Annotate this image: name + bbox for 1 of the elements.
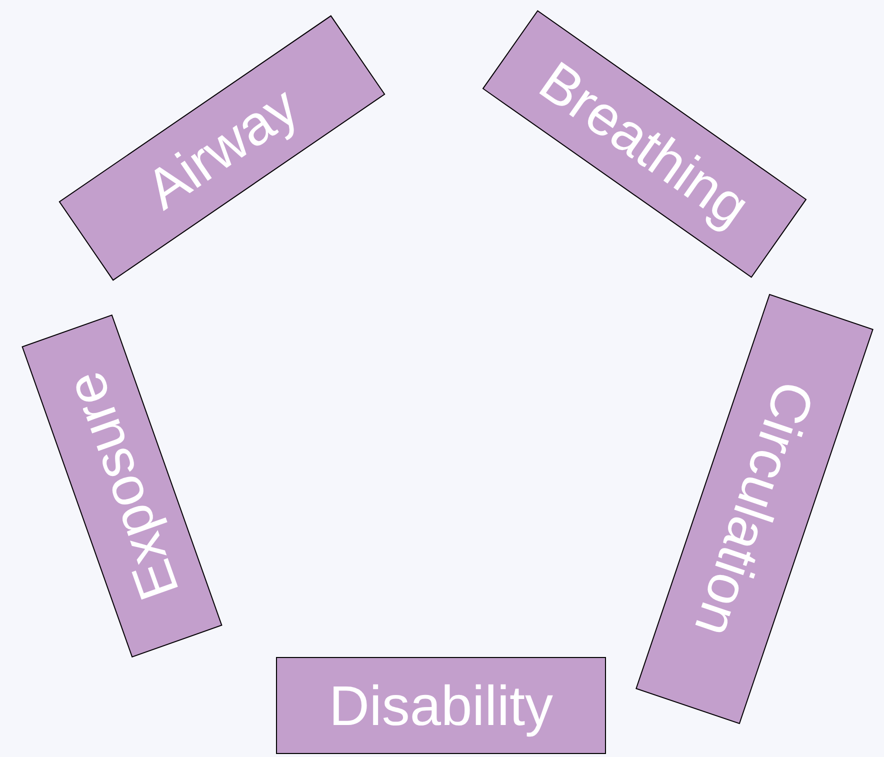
process-box xyxy=(276,657,606,754)
